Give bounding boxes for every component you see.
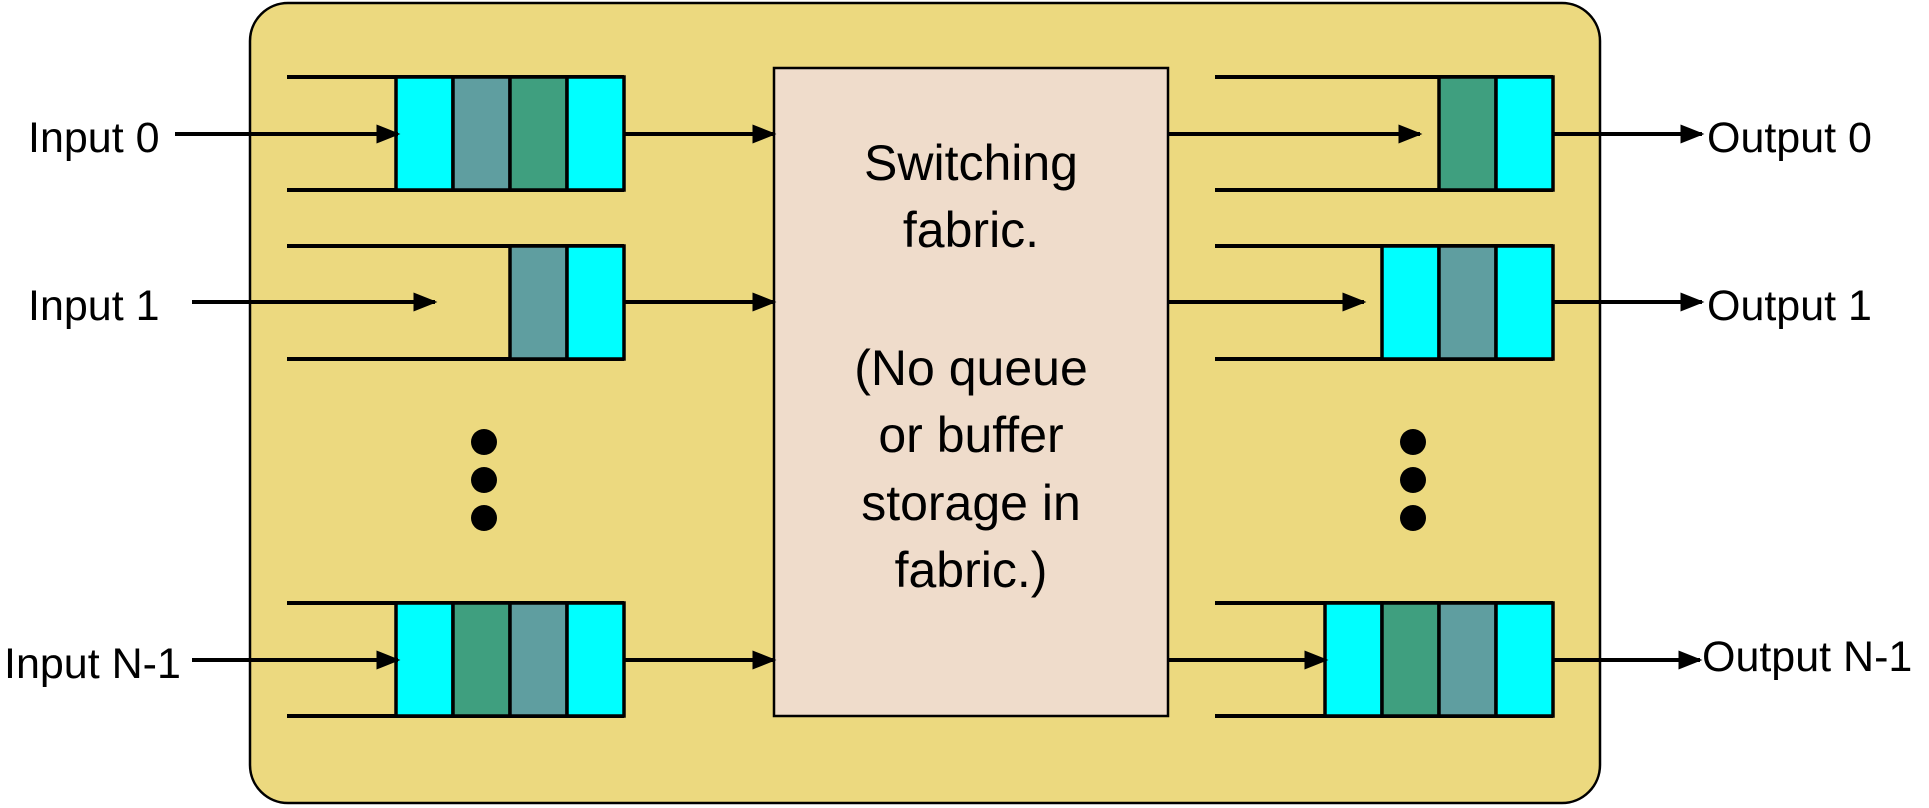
packet-cell [1380, 601, 1441, 718]
packet-cell [451, 601, 512, 718]
packet-cell [1494, 601, 1555, 718]
fabric-line: fabric. [903, 202, 1039, 258]
fabric-line: or buffer [878, 407, 1063, 463]
output-1-label: Output 1 [1707, 282, 1872, 330]
fabric-text: Switching fabric. (No queue or buffer st… [854, 135, 1088, 598]
packet-cell [565, 244, 626, 361]
packet-cell [394, 75, 455, 192]
ellipsis-dot [1400, 429, 1426, 455]
packet-cell [508, 75, 569, 192]
fabric-line: Switching [864, 135, 1078, 191]
fabric-line: (No queue [854, 340, 1088, 396]
packet-cell [565, 75, 626, 192]
input-ellipsis [471, 429, 497, 531]
packet-cell [1494, 244, 1555, 361]
packet-cell [1380, 244, 1441, 361]
input-n-1-label: Input N-1 [4, 640, 181, 688]
packet-cell [451, 75, 512, 192]
packet-cell [565, 601, 626, 718]
packet-cell [1323, 601, 1384, 718]
output-0-label: Output 0 [1707, 114, 1872, 162]
ellipsis-dot [471, 429, 497, 455]
ellipsis-dot [471, 467, 497, 493]
input-0-label: Input 0 [28, 114, 160, 162]
switching-fabric [772, 66, 1170, 718]
packet-cell [508, 601, 569, 718]
input-1-label: Input 1 [28, 282, 160, 330]
packet-cell [1437, 601, 1498, 718]
packet-cell [1437, 75, 1498, 192]
queues-layer [175, 75, 1705, 718]
packet-cell [508, 244, 569, 361]
fabric-line: storage in [861, 475, 1081, 531]
output-n-1-label: Output N-1 [1702, 633, 1912, 681]
packet-cell [394, 601, 455, 718]
packet-cell [1437, 244, 1498, 361]
ellipsis-dot [1400, 505, 1426, 531]
ellipsis-dot [1400, 467, 1426, 493]
packet-cell [1494, 75, 1555, 192]
ellipsis-dot [471, 505, 497, 531]
output-ellipsis [1400, 429, 1426, 531]
fabric-line: fabric.) [895, 542, 1048, 598]
